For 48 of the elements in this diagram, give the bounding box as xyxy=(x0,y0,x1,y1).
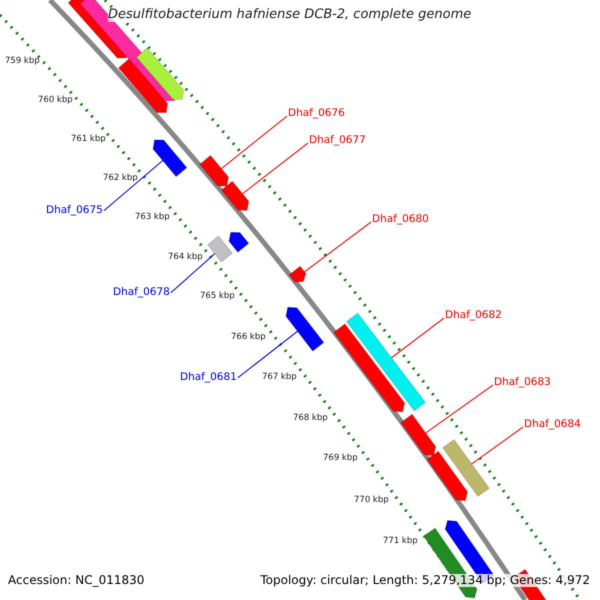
leader-line xyxy=(242,142,308,194)
gene-label: Dhaf_0681 xyxy=(180,372,237,384)
gene-feature xyxy=(228,232,250,253)
gene-feature xyxy=(333,323,406,412)
leader-line xyxy=(391,318,444,358)
gene-label: Dhaf_0684 xyxy=(524,419,581,431)
tick-label: 765 kbp xyxy=(200,292,235,302)
gene-label: Dhaf_0676 xyxy=(288,108,345,120)
tick-label: 769 kbp xyxy=(323,454,358,464)
leader-line xyxy=(470,426,524,465)
gene-feature xyxy=(152,139,188,178)
footer-text: Accession: NC_011830 xyxy=(8,574,144,588)
gene-feature xyxy=(442,438,490,498)
tick-label: 771 kbp xyxy=(383,537,418,546)
gene-label: Dhaf_0675 xyxy=(46,205,103,217)
gene-feature xyxy=(285,306,324,352)
tick-label: 770 kbp xyxy=(354,496,389,506)
gene-feature xyxy=(346,312,426,412)
leader-line xyxy=(170,253,216,294)
title: Desulfitobacterium hafniense DCB-2, complete genome xyxy=(108,8,472,22)
gene-feature xyxy=(207,235,233,263)
leader-line xyxy=(424,384,494,434)
gene-label: Dhaf_0677 xyxy=(309,135,366,147)
tick-label: 760 kbp xyxy=(38,96,73,106)
gene-label: Dhaf_0678 xyxy=(113,287,170,299)
gene-feature xyxy=(220,180,250,211)
tick-label: 759 kbp xyxy=(5,57,40,66)
gene-feature xyxy=(199,154,229,187)
tick-label: 761 kbp xyxy=(71,135,106,144)
gene-feature xyxy=(426,450,468,502)
gene-label: Dhaf_0682 xyxy=(445,310,502,322)
gene-feature xyxy=(288,266,306,283)
leader-line xyxy=(304,222,372,272)
gene-feature xyxy=(400,414,436,456)
gene-label: Dhaf_0683 xyxy=(494,377,551,389)
gene-feature xyxy=(136,47,184,100)
gene-feature xyxy=(118,58,168,114)
gene-label: Dhaf_0680 xyxy=(372,214,429,226)
leader-line xyxy=(237,330,298,378)
tick-label: 766 kbp xyxy=(231,333,266,342)
tick-label: 768 kbp xyxy=(293,414,328,424)
footer-text: Topology: circular; Length: 5,279,134 bp; Genes: 4,972 xyxy=(260,574,590,588)
tick-label: 767 kbp xyxy=(262,373,297,382)
tick-label: 764 kbp xyxy=(168,253,203,262)
tick-label: 763 kbp xyxy=(135,213,170,222)
leader-line xyxy=(103,160,164,212)
tick-label: 762 kbp xyxy=(103,174,138,184)
leader-line xyxy=(220,116,288,170)
